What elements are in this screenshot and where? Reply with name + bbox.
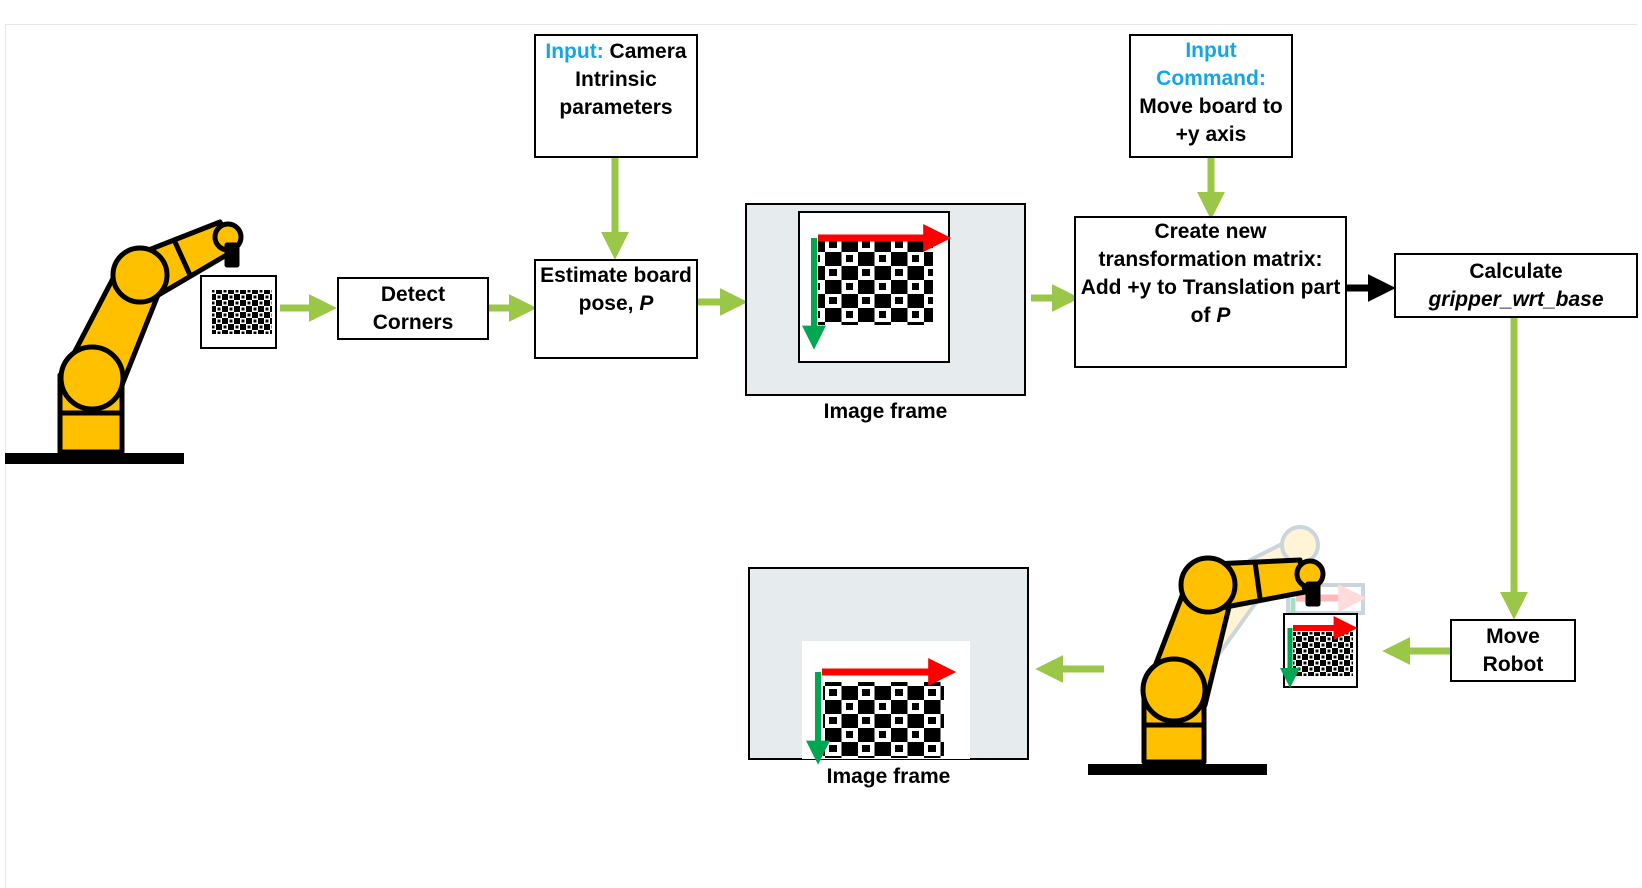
checkerboard-left [200, 275, 277, 349]
robot-arm-right [1088, 555, 1326, 775]
create-matrix-box: Create new transformation matrix: Add +y… [1074, 216, 1347, 368]
image-frame-top-caption: Image frame [823, 400, 948, 423]
calculate-box: Calculate gripper_wrt_base [1394, 253, 1638, 318]
checkerboard-right [1280, 613, 1358, 688]
input-command-box: Input Command: Move board to +y axis [1129, 34, 1293, 158]
image-frame-bottom-board [802, 641, 970, 765]
image-frame-bottom-caption: Image frame [826, 765, 951, 788]
detect-corners-box: Detect Corners [337, 277, 489, 340]
image-frame-top-board [798, 211, 952, 363]
input-label: Input: [545, 40, 604, 63]
camera-input-box: Input: Camera Intrinsic parameters [534, 34, 698, 158]
robot-arm-left [5, 219, 244, 464]
estimate-pose-box: Estimate board pose, P [534, 259, 698, 359]
move-robot-box: Move Robot [1450, 619, 1576, 682]
